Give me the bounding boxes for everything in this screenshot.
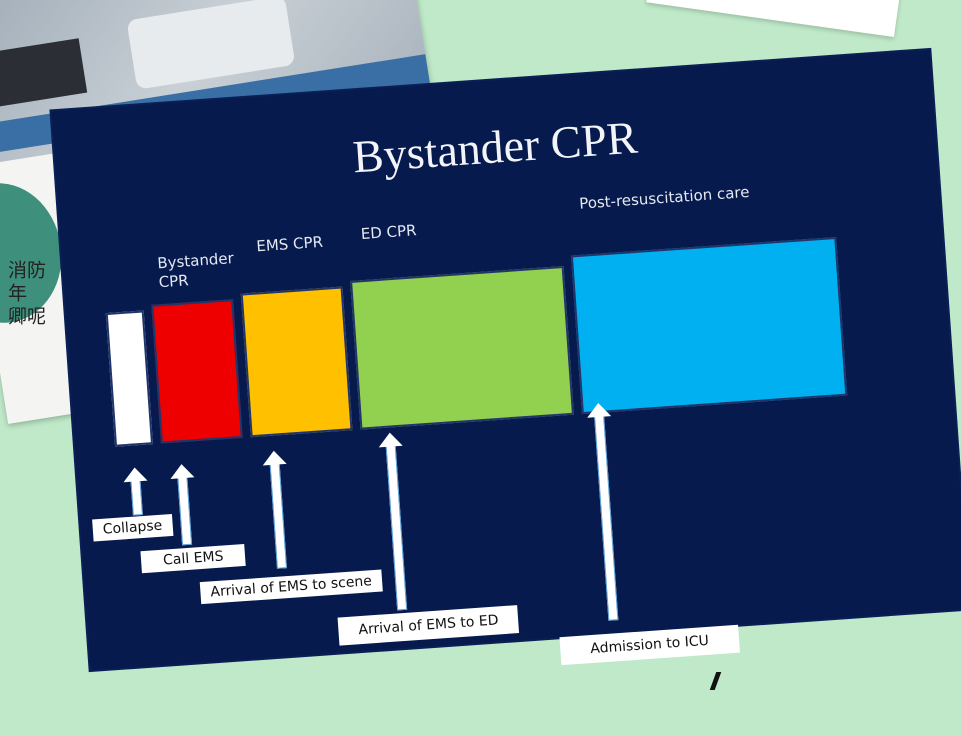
arrival-scene-arrow [269,461,287,569]
ed-cpr-block [350,266,574,430]
ems-cpr-block [240,286,353,438]
call-ems-arrow [177,474,193,546]
collapse-arrow [130,478,143,516]
bystander-cpr-block [151,299,243,444]
event-admission-icu: Admission to ICU [559,624,740,666]
event-arrival-scene: Arrival of EMS to scene [199,569,383,605]
phase-label-post-resuscitation: Post-resuscitation care [578,182,750,213]
event-arrival-ed: Arrival of EMS to ED [337,605,520,646]
caption-line-2: 年 [7,282,27,305]
post-resuscitation-block [570,236,848,415]
event-call-ems: Call EMS [140,543,247,574]
phase-label-bystander-cpr: Bystander CPR [156,249,235,292]
admission-icu-arrow [593,413,619,621]
phase-label-ems-cpr: EMS CPR [255,232,324,256]
slide-title: Bystander CPR [351,111,640,183]
cpr-slide: Bystander CPR Bystander CPR EMS CPR ED C… [51,49,961,671]
arrival-ed-arrow [385,443,408,611]
phase-label-ed-cpr: ED CPR [360,221,418,244]
photo-caption-text: 消防 年 卿呢 [8,259,46,328]
caption-line-1: 消防 [7,259,46,282]
background-paper [646,0,904,38]
stray-mark [709,672,722,690]
event-collapse: Collapse [92,513,173,542]
device-image [126,0,296,90]
keyboard-image [0,38,88,107]
collapse-block [105,310,153,447]
caption-line-3: 卿呢 [7,305,46,328]
